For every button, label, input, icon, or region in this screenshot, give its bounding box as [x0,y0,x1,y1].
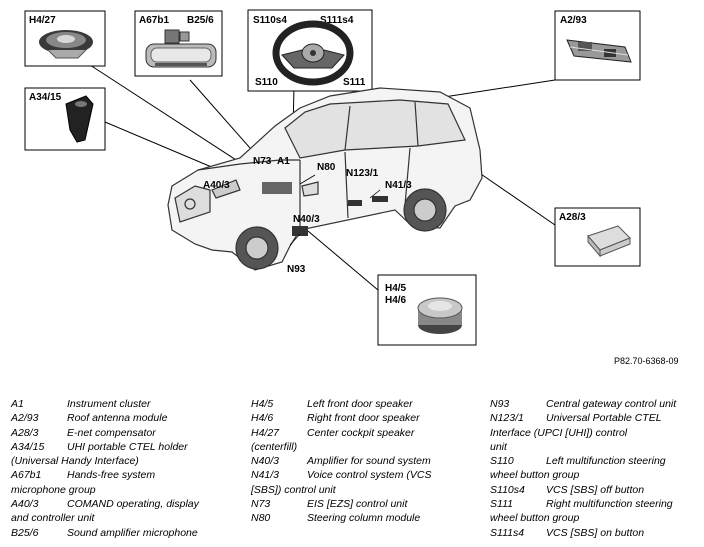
label-n123-1: N123/1 [346,168,379,179]
legend-item-continued: Interface (UPCI [UHI]) control [490,426,628,439]
label-s111: S111 [343,77,366,88]
component-leader-lines [289,174,381,246]
label-s110s4: S110s4 [253,15,287,26]
callout-h4-5-h4-6: H4/5 H4/6 [377,274,477,346]
label-a67b1: A67b1 [139,15,169,26]
label-s111s4: S111s4 [320,15,354,26]
legend-item-continued: unit [490,440,507,453]
label-n40-3: N40/3 [293,214,320,225]
label-a2-93: A2/93 [560,15,587,26]
label-n41-3: N41/3 [385,180,412,191]
label-h4-27: H4/27 [29,15,56,26]
legend-item-continued: microphone group [11,483,96,496]
legend-item-continued: wheel button group [490,512,580,525]
callout-steering-wheel: S110s4 S111s4 S110 S111 [247,9,373,92]
legend-item-continued: [SBS]) control unit [251,483,336,496]
label-h4-6: H4/6 [385,295,407,306]
callout-a2-93: A2/93 [554,10,641,81]
label-a40-3: A40/3 [203,180,230,191]
label-a28-3: A28/3 [559,212,586,223]
component-location-diagram: H4/27 A67b1 B25/6 S110s4 S111s4 S110 S11… [24,9,641,346]
label-b25-6: B25/6 [187,15,214,26]
label-n80: N80 [317,162,336,173]
figure-reference: P82.70-6368-09 [614,356,679,366]
label-a1: A1 [277,156,290,167]
label-h4-5: H4/5 [385,283,407,294]
legend-item-continued: and controller unit [11,512,95,525]
callout-a34-15: A34/15 [24,87,106,151]
callout-a67b1-b25-6: A67b1 B25/6 [134,10,223,77]
vehicle-illustration [167,87,483,271]
label-s110: S110 [255,77,278,88]
legend-item-continued: (Universal Handy Interface) [11,455,139,468]
legend-item-continued: wheel button group [490,469,580,482]
label-n93: N93 [287,264,306,275]
callout-a28-3: A28/3 [554,207,641,267]
legend-item-continued: (centerfill) [251,440,298,453]
component-markers [262,182,388,236]
label-n73: N73 [253,156,272,167]
callout-h4-27: H4/27 [24,10,106,67]
label-a34-15: A34/15 [29,92,62,103]
